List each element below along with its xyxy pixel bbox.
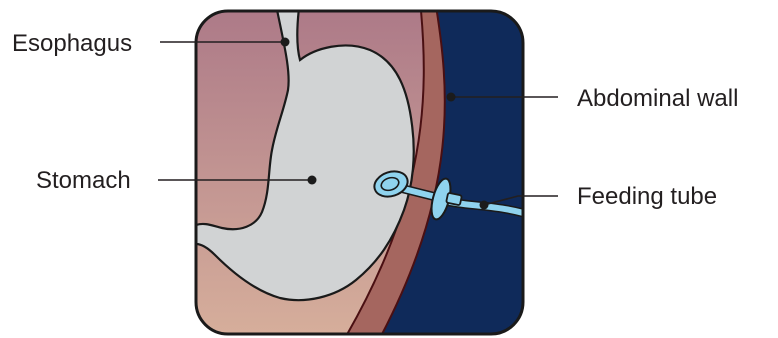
esophagus-label: Esophagus	[12, 30, 132, 57]
esophagus-dot	[281, 38, 290, 47]
feeding-tube-label: Feeding tube	[577, 183, 717, 210]
tube-connector	[446, 193, 462, 206]
feeding-tube-dot	[480, 201, 489, 210]
abdominal-wall-label: Abdominal wall	[577, 85, 738, 112]
stomach-label: Stomach	[36, 167, 131, 194]
illustration-panel	[196, 0, 540, 338]
stomach-dot	[308, 176, 317, 185]
abdominal-wall-dot	[447, 93, 456, 102]
